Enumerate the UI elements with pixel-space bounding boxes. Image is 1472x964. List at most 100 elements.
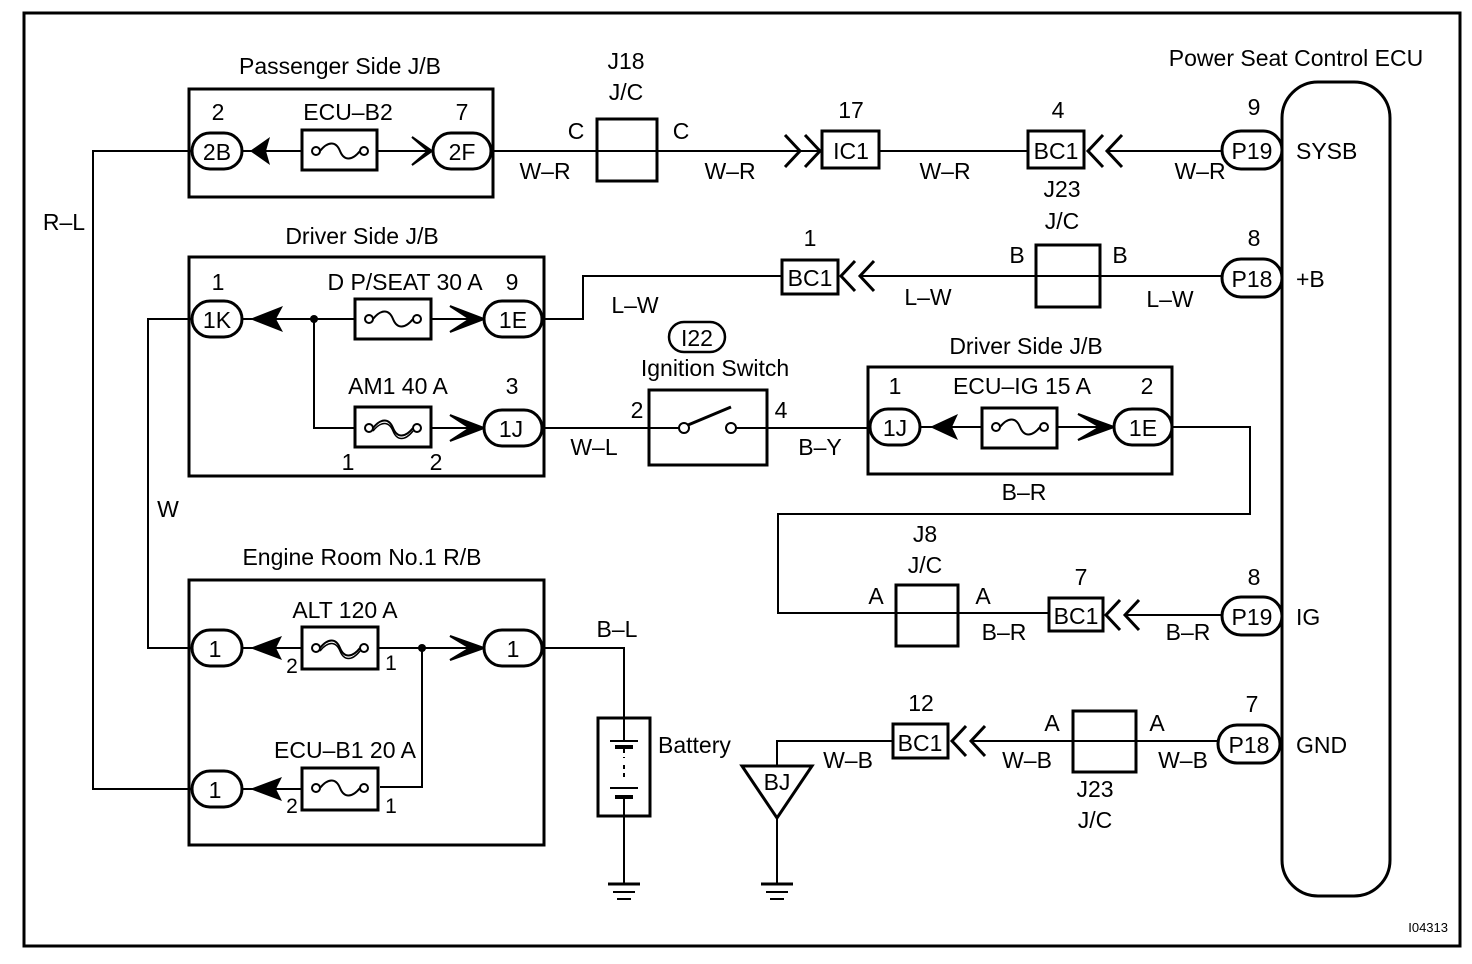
pin-label: 12: [908, 690, 934, 716]
jc-pin-label: B: [1112, 242, 1127, 268]
ground-point-bj: BJ: [739, 740, 893, 900]
fuse-label-ecu-ig: ECU–IG 15 A: [953, 373, 1092, 399]
driver-jb-label: Driver Side J/B: [285, 223, 438, 249]
wire-r-l: [92, 150, 192, 790]
jc-j23-type: J/C: [1045, 208, 1080, 234]
ecu-body[interactable]: [1280, 80, 1392, 898]
terminal-ig: IG: [1296, 604, 1320, 630]
figure-id: I04313: [1408, 920, 1448, 935]
engine-room-rb: Engine Room No.1 R/B ALT 120 A 1 2 1 1 E…: [187, 544, 546, 847]
connector-p19-sysb[interactable]: [1220, 129, 1284, 171]
terminal-sysb: SYSB: [1296, 138, 1357, 164]
connector-bc1-sysb[interactable]: [1026, 129, 1086, 170]
ground-point-label: BJ: [764, 769, 791, 795]
female-pin-arrow-icon: [1085, 133, 1105, 169]
pin-label: 2: [286, 655, 298, 678]
female-pin-arrow-icon: [1103, 598, 1122, 632]
pin-label: 1: [804, 225, 817, 251]
wire-label-l-w: L–W: [904, 284, 952, 310]
connector-1e[interactable]: [482, 299, 544, 339]
pin-label: 2: [212, 99, 225, 125]
battery-label: Battery: [658, 732, 731, 758]
connector-i22: [667, 320, 727, 354]
pin-label: 4: [1052, 97, 1065, 123]
male-terminal-icon: [449, 635, 488, 661]
connector-ic1[interactable]: [820, 129, 881, 170]
pin-label: 7: [1075, 564, 1088, 590]
fuse-label-d-p-seat: D P/SEAT 30 A: [327, 269, 483, 295]
jc-j8-id: J8: [913, 521, 937, 547]
connector-2b-label: 2B: [203, 139, 231, 165]
driver-side-jb-top: Driver Side J/B 1 D P/SEAT 30 A 9 1K 1E …: [187, 223, 546, 478]
wire-label-w-b: W–B: [823, 747, 873, 773]
connector-label: P19: [1232, 138, 1273, 164]
connector-2f-label: 2F: [449, 139, 476, 165]
connector-i22-label: I22: [681, 325, 713, 351]
wire-label-w: W: [157, 496, 179, 522]
male-terminal-icon: [1077, 413, 1117, 441]
ignition-switch-label: Ignition Switch: [641, 355, 789, 381]
female-pin-arrow-icon: [949, 724, 968, 758]
connector-bc1-label: BC1: [1034, 138, 1079, 164]
connector-1e-label: 1E: [1129, 415, 1157, 441]
pin-label: 8: [1248, 225, 1261, 251]
jc-pin-label: A: [1149, 710, 1165, 736]
wire-label-l-w: L–W: [611, 292, 659, 318]
connector-label: 1: [507, 636, 520, 662]
connector-1j-mid[interactable]: [868, 407, 922, 447]
connector-1j-label: 1J: [883, 415, 907, 441]
fuse-label-alt: ALT 120 A: [292, 597, 398, 623]
connector-1k-label: 1K: [203, 307, 232, 333]
pin-label: 7: [456, 99, 469, 125]
connector-bc1-gnd[interactable]: [891, 722, 950, 760]
connector-bc1-label: BC1: [898, 730, 943, 756]
connector-1e-label: 1E: [499, 307, 527, 333]
driver-jb-label: Driver Side J/B: [949, 333, 1102, 359]
female-pin-arrow-icon: [857, 259, 876, 293]
connector-p18-b[interactable]: [1220, 257, 1284, 299]
fuse-label-am1: AM1 40 A: [348, 373, 448, 399]
pin-label: 7: [1246, 691, 1259, 717]
connector-ecu-b1[interactable]: [190, 769, 244, 809]
connector-alt-left[interactable]: [190, 628, 244, 668]
male-terminal-icon: [449, 414, 487, 442]
pin-label: 2: [1141, 373, 1154, 399]
pin-label: 1: [342, 449, 355, 475]
wire-label-b-r: B–R: [1166, 619, 1211, 645]
pin-label: 2: [631, 397, 644, 423]
connector-label: 1: [209, 636, 222, 662]
wire-label-r-l: R–L: [43, 209, 85, 235]
connector-label: 1: [209, 777, 222, 803]
wire-label-w-r: W–R: [519, 158, 570, 184]
male-terminal-icon: [411, 136, 434, 166]
pin-label: 9: [1248, 94, 1261, 120]
connector-bc1-ig[interactable]: [1047, 596, 1105, 633]
pin-label: 2: [430, 449, 443, 475]
engine-rb-label: Engine Room No.1 R/B: [242, 544, 481, 570]
female-terminal-icon: [250, 777, 282, 801]
wire-label-w-r: W–R: [704, 158, 755, 184]
junction-connector-j8[interactable]: [894, 583, 960, 648]
terminal-gnd: GND: [1296, 732, 1347, 758]
wire-label-w-l: W–L: [570, 434, 618, 460]
wire-b-r: [777, 426, 1251, 614]
wire-label-b-r: B–R: [1002, 479, 1047, 505]
switch-contact-icon: [687, 405, 732, 427]
passenger-jb-label: Passenger Side J/B: [239, 53, 441, 79]
wire-label-l-w: L–W: [1146, 286, 1194, 312]
ecu-label: Power Seat Control ECU: [1169, 45, 1423, 71]
fuse-label-ecu-b2: ECU–B2: [303, 99, 392, 125]
pin-label: 3: [506, 373, 519, 399]
jc-j18-type: J/C: [609, 79, 644, 105]
ignition-switch: I22 Ignition Switch 2 4: [631, 320, 789, 467]
wire-label-w-b: W–B: [1158, 747, 1208, 773]
jc-pin-label: A: [975, 583, 991, 609]
male-terminal-icon: [449, 305, 487, 333]
connector-1j-label: 1J: [499, 416, 523, 442]
connector-p18-gnd[interactable]: [1216, 723, 1282, 765]
fuse-label-ecu-b1: ECU–B1 20 A: [274, 737, 417, 763]
connector-label: P18: [1229, 732, 1270, 758]
connector-ic1-label: IC1: [833, 138, 869, 164]
jc-j8-type-label: J/C: [908, 552, 943, 578]
